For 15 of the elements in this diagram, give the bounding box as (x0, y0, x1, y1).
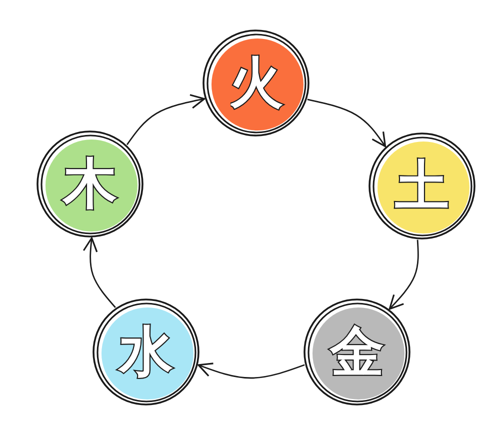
hanzi-character: 土 (395, 159, 449, 213)
hanzi-character: 木 (63, 157, 117, 211)
hanzi-character: 火 (229, 56, 283, 110)
hanzi-character: 金 (330, 325, 384, 379)
hanzi-character: 水 (119, 325, 173, 379)
element-circle (368, 132, 476, 240)
arrow (307, 98, 386, 148)
element-circle (303, 298, 411, 406)
element-circle (202, 29, 310, 137)
arrow (388, 240, 419, 310)
element-circle (92, 298, 200, 406)
arrow (198, 362, 305, 379)
element-circle (36, 130, 144, 238)
arrow (82, 237, 116, 308)
arrow (126, 94, 206, 146)
